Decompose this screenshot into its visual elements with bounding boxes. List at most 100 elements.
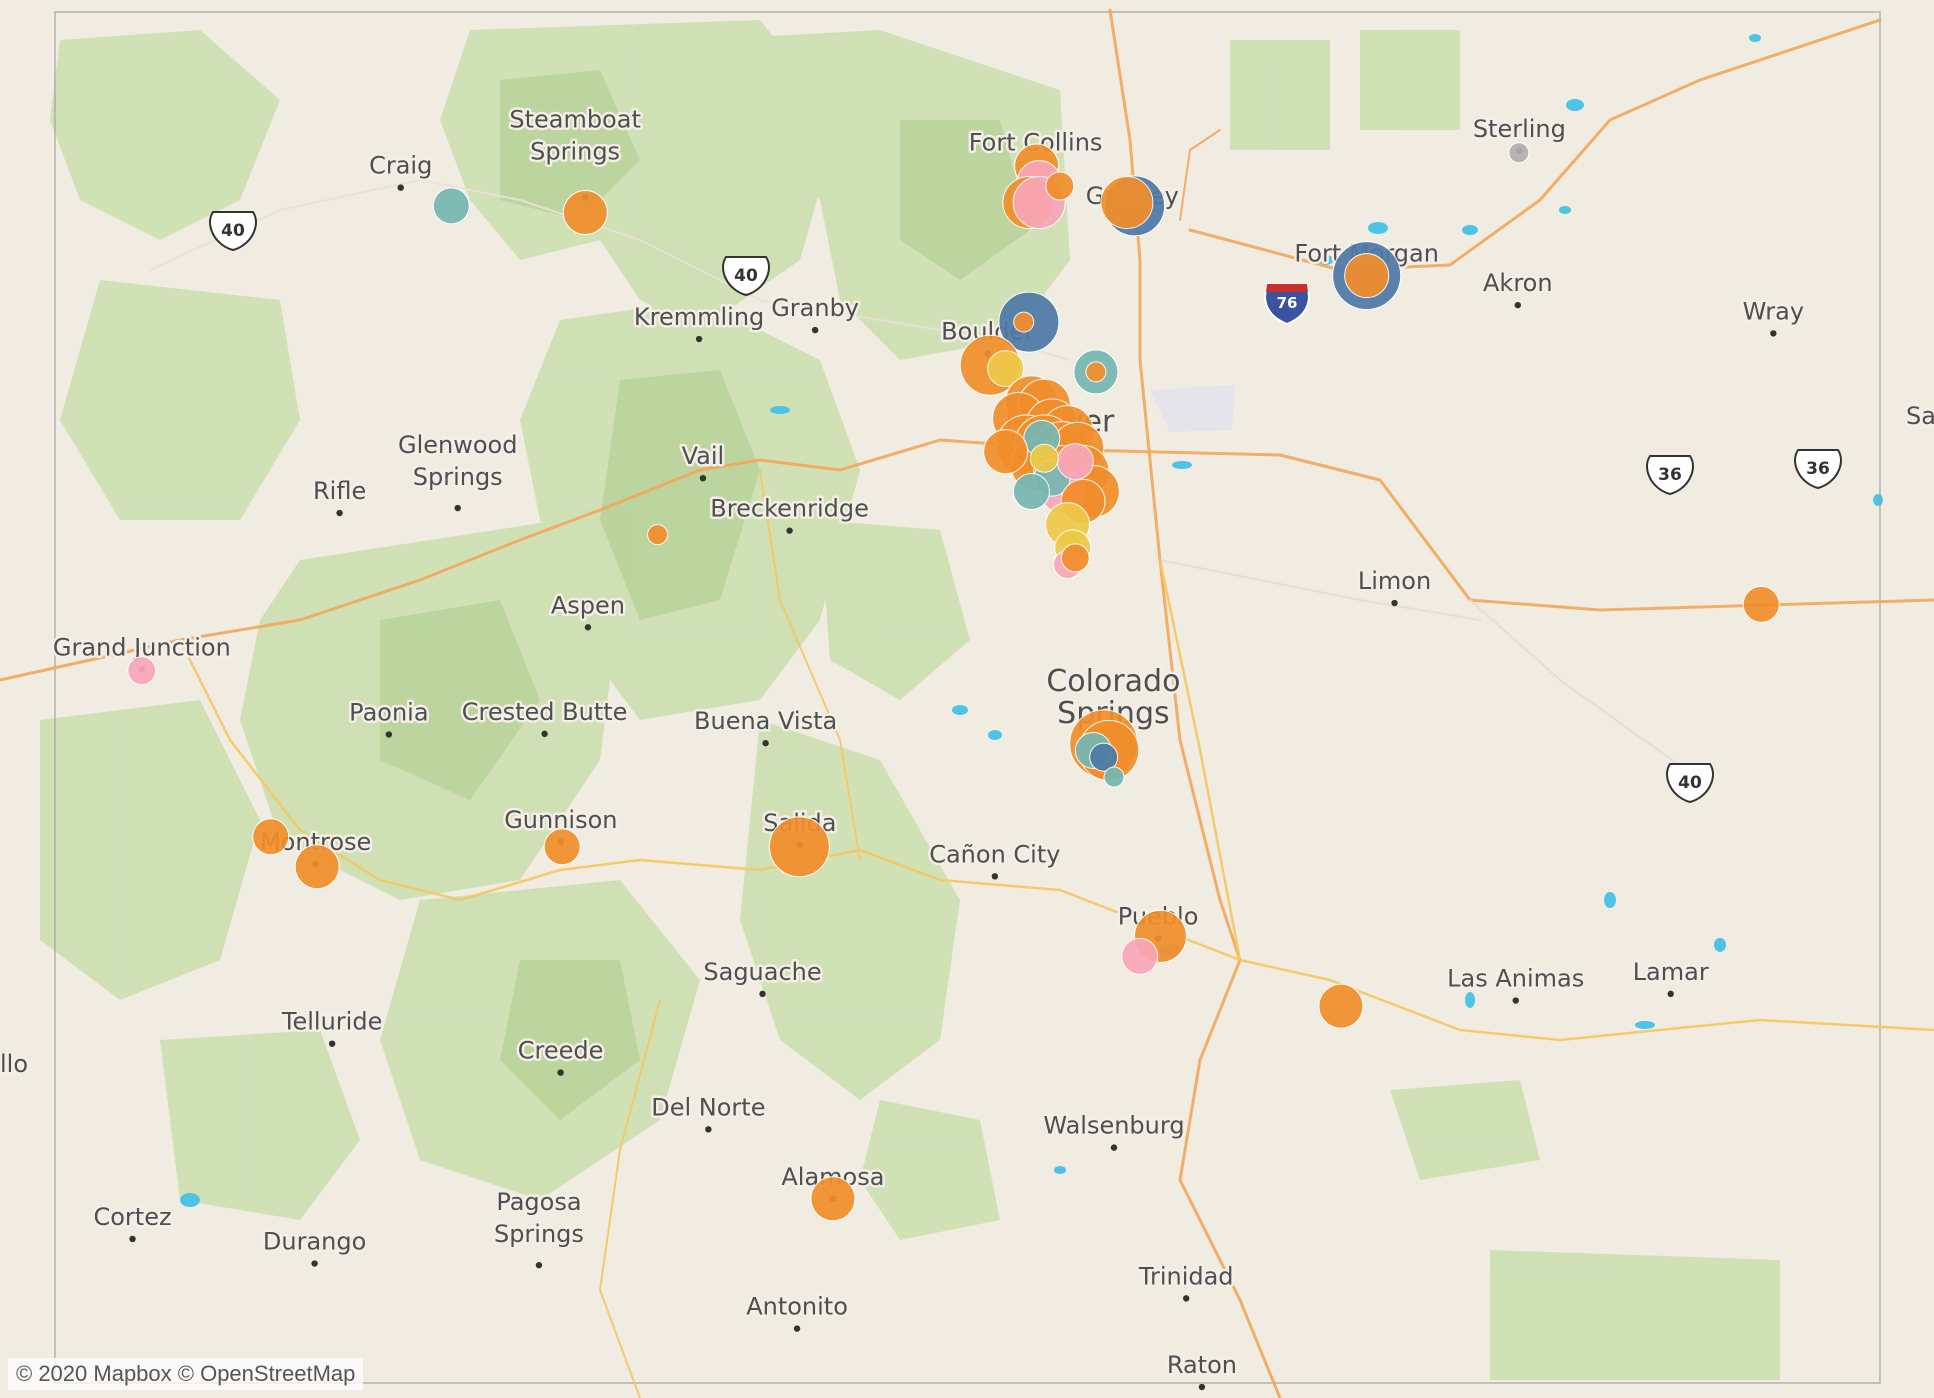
city-label: Craig (369, 152, 432, 180)
city-telluride[interactable]: Telluride (278, 1005, 385, 1047)
city-label: Paonia (349, 699, 428, 727)
edge-label-moab-edge: llo (0, 1050, 28, 1078)
city-granby[interactable]: Granby (769, 292, 862, 334)
data-marker[interactable] (768, 816, 830, 878)
data-marker[interactable] (1029, 443, 1059, 473)
city-canon-city[interactable]: Cañon City (927, 838, 1063, 880)
data-marker[interactable] (810, 1176, 856, 1222)
city-aspen[interactable]: Aspen (548, 589, 628, 631)
city-label: Vail (682, 442, 725, 470)
data-marker-layer (127, 142, 1780, 1222)
data-marker[interactable] (1100, 176, 1154, 230)
urban-area (1150, 385, 1235, 432)
city-dot-icon (1514, 301, 1522, 309)
city-label: Durango (263, 1228, 366, 1256)
us-route-shield-icon: 40 (1666, 763, 1714, 804)
city-cortez[interactable]: Cortez (91, 1200, 174, 1243)
city-gunnison[interactable]: Gunnison (502, 803, 620, 845)
data-marker[interactable] (1089, 742, 1119, 772)
city-dot-icon (705, 1126, 712, 1133)
city-breckenridge[interactable]: Breckenridge (708, 492, 871, 534)
us-route-shield-icon: 40 (209, 211, 257, 252)
city-durango[interactable]: Durango (260, 1225, 369, 1267)
city-label: Fort Collins (969, 128, 1103, 156)
city-fort-collins[interactable]: Fort Collins (966, 126, 1105, 168)
city-dot-icon (695, 335, 703, 343)
city-dot-icon (786, 527, 793, 534)
city-kremmling[interactable]: Kremmling (631, 301, 767, 343)
city-label: Breckenridge (710, 495, 869, 523)
city-dot-icon (454, 504, 461, 512)
forest-dense-areas (380, 70, 1030, 1120)
city-label: Saguache (703, 958, 821, 986)
data-marker[interactable] (1045, 171, 1075, 201)
city-dot-icon (336, 509, 343, 517)
city-label: Lamar (1633, 958, 1709, 986)
city-label: Springs (530, 138, 620, 166)
city-lamar[interactable]: Lamar (1630, 955, 1711, 998)
city-vail[interactable]: Vail (679, 440, 727, 482)
city-label: Pagosa (496, 1188, 581, 1216)
city-label: Aspen (551, 591, 625, 619)
data-marker[interactable] (1013, 311, 1035, 333)
city-creede[interactable]: Creede (515, 1034, 606, 1076)
data-marker[interactable] (983, 429, 1029, 475)
data-marker[interactable] (543, 828, 581, 866)
map-attribution[interactable]: © 2020 Mapbox © OpenStreetMap (8, 1358, 364, 1390)
data-marker[interactable] (1012, 472, 1050, 510)
city-label: Steamboat (509, 106, 641, 134)
data-marker[interactable] (1742, 585, 1780, 623)
data-marker[interactable] (1318, 983, 1364, 1029)
city-dot-icon (762, 739, 769, 747)
data-marker[interactable] (1060, 543, 1090, 573)
city-wray[interactable]: Wray (1740, 295, 1807, 337)
city-saguache[interactable]: Saguache (701, 955, 824, 998)
data-marker[interactable] (1085, 361, 1107, 383)
city-raton[interactable]: Raton (1164, 1349, 1240, 1391)
city-dot-icon (584, 624, 592, 631)
city-limon[interactable]: Limon (1355, 565, 1434, 607)
svg-text:40: 40 (734, 266, 758, 286)
city-crested-butte[interactable]: Crested Butte (459, 695, 630, 738)
city-rifle[interactable]: Rifle (310, 475, 369, 517)
city-label: Crested Butte (462, 698, 628, 726)
city-dot-icon (311, 1260, 318, 1267)
city-las-animas[interactable]: Las Animas (1445, 962, 1587, 1004)
city-buena-vista[interactable]: Buena Vista (692, 705, 840, 747)
data-marker[interactable] (1121, 937, 1159, 975)
city-label: Sterling (1473, 115, 1566, 143)
data-marker[interactable] (432, 187, 470, 225)
city-dot-icon (759, 990, 766, 998)
data-marker[interactable] (987, 350, 1025, 388)
city-dot-icon (1182, 1295, 1190, 1302)
city-walsenburg[interactable]: Walsenburg (1041, 1109, 1187, 1151)
city-label: Springs (413, 463, 503, 491)
city-dot-icon (541, 730, 548, 738)
data-marker[interactable] (1103, 766, 1125, 788)
city-dot-icon (1667, 990, 1674, 998)
city-antonito[interactable]: Antonito (744, 1290, 850, 1332)
city-label: Raton (1167, 1351, 1237, 1379)
data-marker[interactable] (1344, 253, 1390, 299)
data-marker[interactable] (647, 524, 669, 546)
data-marker[interactable] (1508, 142, 1530, 164)
data-marker[interactable] (127, 656, 157, 686)
data-marker[interactable] (1056, 443, 1094, 481)
city-dot-icon (1770, 330, 1777, 337)
city-dot-icon (793, 1325, 801, 1332)
us-route-shield-icon: 36 (1794, 449, 1842, 490)
data-marker[interactable] (252, 818, 290, 856)
city-akron[interactable]: Akron (1481, 267, 1555, 309)
city-paonia[interactable]: Paonia (347, 696, 431, 738)
city-trinidad[interactable]: Trinidad (1135, 1260, 1236, 1302)
svg-text:40: 40 (221, 221, 245, 241)
data-marker[interactable] (562, 190, 608, 236)
data-marker[interactable] (294, 844, 340, 890)
city-del-norte[interactable]: Del Norte (649, 1091, 768, 1133)
city-craig[interactable]: Craig (367, 149, 435, 191)
city-dot-icon (1198, 1383, 1206, 1391)
city-dot-icon (1391, 599, 1398, 607)
